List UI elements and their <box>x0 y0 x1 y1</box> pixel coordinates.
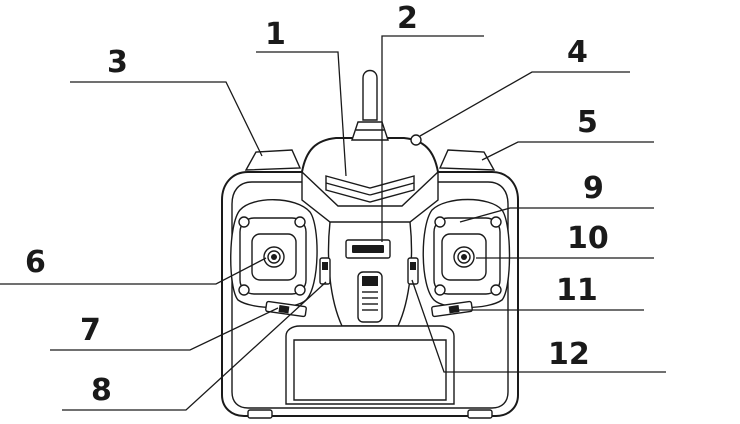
right-shoulder-button <box>438 149 496 171</box>
chevron-emblem <box>325 175 415 203</box>
label-2: 2 <box>397 1 418 36</box>
label-6: 6 <box>25 245 46 280</box>
label-9: 9 <box>583 171 604 206</box>
left-shoulder-button <box>244 149 302 171</box>
label-3: 3 <box>107 45 128 80</box>
leader-lines <box>0 35 666 411</box>
right-stick <box>422 198 511 309</box>
callout-labels: 1 2 3 4 5 6 7 8 9 10 11 12 <box>25 1 609 408</box>
label-8: 8 <box>91 373 112 408</box>
left-horizontal-trim <box>265 300 307 318</box>
label-7: 7 <box>80 313 101 348</box>
right-horizontal-trim <box>431 300 473 318</box>
left-stick <box>230 199 318 309</box>
label-1: 1 <box>265 17 286 52</box>
antenna <box>351 69 389 141</box>
left-vertical-trim <box>319 257 331 285</box>
center-panel <box>301 170 439 223</box>
label-10: 10 <box>567 221 609 256</box>
center-slider <box>357 271 383 323</box>
label-11: 11 <box>556 273 598 308</box>
label-12: 12 <box>548 337 590 372</box>
label-5: 5 <box>577 105 598 140</box>
power-led <box>410 134 422 146</box>
label-4: 4 <box>567 35 588 70</box>
bottom-panel <box>285 325 455 405</box>
right-vertical-trim <box>407 257 419 285</box>
